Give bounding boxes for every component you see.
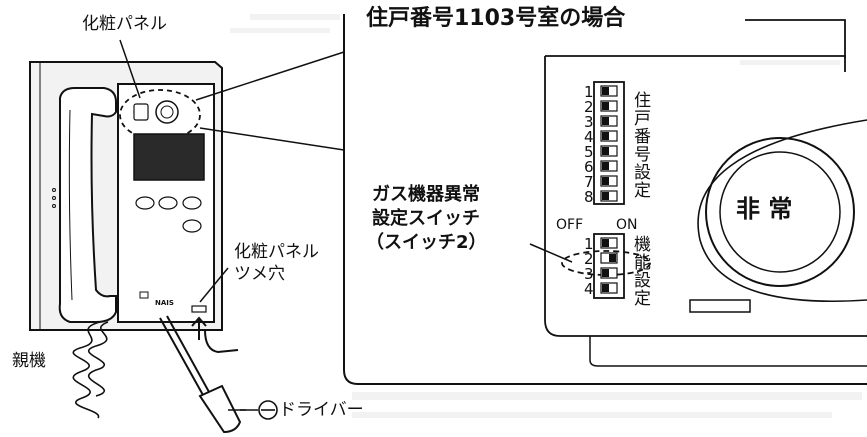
function-switch-toggle bbox=[602, 284, 609, 292]
function-switch-toggle bbox=[602, 269, 609, 277]
unit-switch-toggle bbox=[602, 102, 609, 110]
emergency-button-label: 非 常 bbox=[736, 195, 793, 223]
unit-switch-toggle bbox=[602, 147, 609, 155]
unit-switch-number: 3 bbox=[584, 113, 594, 131]
unit-switch-toggle bbox=[602, 132, 609, 140]
unit-number-setting-caption: 住戸番号設定 bbox=[634, 92, 651, 200]
unit-caption-char: 設 bbox=[634, 163, 651, 183]
unit-switch-toggle bbox=[602, 162, 609, 170]
background-texture bbox=[230, 14, 862, 418]
unit-switch-toggle bbox=[602, 117, 609, 125]
unit-caption-char: 番 bbox=[634, 127, 651, 147]
function-switch-toggle bbox=[609, 254, 616, 262]
unit-caption-char: 号 bbox=[634, 145, 651, 165]
unit-caption-char: 住 bbox=[634, 91, 651, 111]
function-caption-char: 能 bbox=[634, 253, 651, 273]
unit-switch-number: 1 bbox=[584, 83, 594, 101]
function-switch-number: 2 bbox=[584, 250, 594, 268]
cosmetic-panel-label: 化粧パネル bbox=[82, 14, 167, 34]
detail-title: 住戸番号1103号室の場合 bbox=[366, 6, 626, 31]
unit-caption-char: 戸 bbox=[634, 109, 651, 129]
function-switch-number: 1 bbox=[584, 235, 594, 253]
gas-switch-label-line3: （スイッチ2） bbox=[366, 232, 487, 253]
unit-switch-number: 8 bbox=[584, 188, 594, 206]
coiled-cord bbox=[72, 321, 109, 419]
function-caption-char: 機 bbox=[634, 235, 651, 255]
screwdriver bbox=[159, 315, 246, 434]
brand-mark: NAIS bbox=[155, 299, 174, 307]
on-label: ON bbox=[616, 217, 638, 233]
unit-switch-toggles bbox=[600, 85, 618, 202]
off-label: OFF bbox=[556, 217, 584, 233]
function-caption-char: 設 bbox=[634, 271, 651, 291]
flathead-symbol-icon bbox=[258, 400, 278, 420]
panel-hook-hole-label-line1: 化粧パネル bbox=[234, 242, 319, 262]
unit-switch-number: 5 bbox=[584, 143, 594, 161]
function-switch-toggle bbox=[602, 239, 609, 247]
function-switch-toggles bbox=[600, 237, 618, 294]
function-switch-number: 3 bbox=[584, 265, 594, 283]
function-caption-char: 定 bbox=[634, 289, 651, 309]
unit-switch-toggle bbox=[602, 177, 609, 185]
screwdriver-label: ドライバー bbox=[279, 400, 364, 420]
unit-switch-toggle bbox=[602, 87, 609, 95]
unit-switch-number: 4 bbox=[584, 128, 594, 146]
master-unit bbox=[29, 61, 239, 354]
gas-switch-label-line1: ガス機器異常 bbox=[372, 184, 480, 205]
gas-switch-label-line2: 設定スイッチ bbox=[372, 208, 480, 229]
master-unit-label: 親機 bbox=[12, 351, 46, 371]
function-switch-number: 4 bbox=[584, 280, 594, 298]
unit-switch-toggle bbox=[602, 192, 609, 200]
unit-caption-char: 定 bbox=[634, 181, 651, 201]
unit-switch-number: 6 bbox=[584, 158, 594, 176]
unit-switch-number: 7 bbox=[584, 173, 594, 191]
leader-lines bbox=[119, 39, 229, 303]
unit-switch-number: 2 bbox=[584, 98, 594, 116]
function-setting-caption: 機能設定 bbox=[634, 236, 651, 308]
callout-lines bbox=[195, 51, 345, 151]
panel-hook-hole-label-line2: ツメ穴 bbox=[234, 264, 285, 284]
